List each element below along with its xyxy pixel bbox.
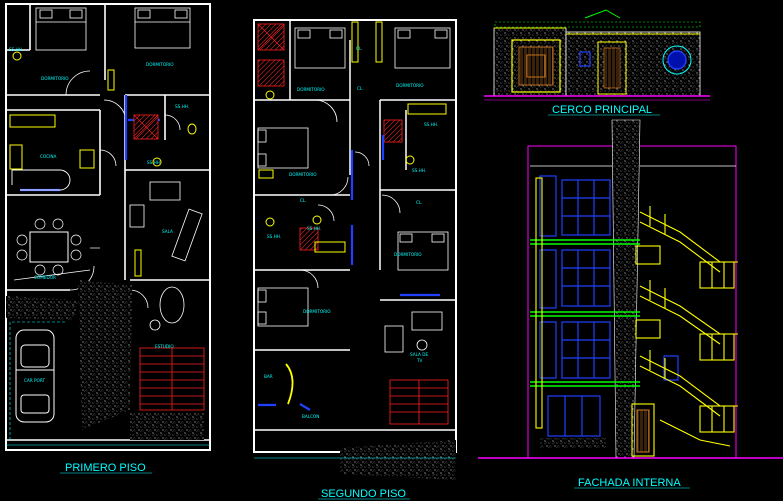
room-label: CL. bbox=[357, 86, 364, 91]
room-label: CL. bbox=[300, 198, 307, 203]
room-label: COCINA bbox=[40, 154, 57, 159]
room-label: SS.HH. bbox=[412, 168, 426, 173]
room-label: ESTUDIO bbox=[155, 344, 174, 349]
room-label: SALA bbox=[162, 229, 173, 234]
room-label: SS.HH. bbox=[9, 47, 23, 52]
second-floor-plan bbox=[253, 19, 457, 480]
room-label: DORMITORIO bbox=[146, 62, 174, 67]
room-label: BAR bbox=[264, 374, 273, 379]
room-label: SS.HH. bbox=[147, 160, 161, 165]
room-label: DORMITORIO bbox=[41, 76, 69, 81]
room-label: SS.HH. bbox=[307, 226, 321, 231]
room-label: BALCON bbox=[302, 414, 319, 419]
room-label: SALA DE bbox=[410, 352, 428, 357]
cerco-principal-elevation bbox=[484, 9, 710, 101]
first-floor-labels: SS.HH. DORMITORIO DORMITORIO SS.HH. COCI… bbox=[9, 47, 189, 383]
room-label: DORMITORIO bbox=[297, 87, 325, 92]
room-label: SS.HH. bbox=[175, 104, 189, 109]
title-cerco-principal: CERCO PRINCIPAL bbox=[552, 104, 652, 116]
room-label: COMEDOR bbox=[34, 275, 56, 280]
room-label: DORMITORIO bbox=[303, 309, 331, 314]
fachada-interna-elevation bbox=[478, 119, 783, 459]
title-primero-piso: PRIMERO PISO bbox=[65, 462, 146, 474]
room-label: SS.HH. bbox=[267, 234, 281, 239]
first-floor-plan bbox=[5, 3, 211, 451]
room-label: CAR PORT bbox=[24, 378, 45, 383]
title-fachada-interna: FACHADA INTERNA bbox=[578, 477, 681, 489]
room-label: DORMITORIO bbox=[289, 172, 317, 177]
room-label: CL. bbox=[356, 46, 363, 51]
room-label: TV bbox=[416, 358, 423, 363]
drawing-titles: PRIMERO PISO SEGUNDO PISO CERCO PRINCIPA… bbox=[60, 104, 690, 500]
room-label: SS.HH. bbox=[424, 122, 438, 127]
room-label: DORMITORIO bbox=[396, 83, 424, 88]
second-floor-labels: CL. DORMITORIO DORMITORIO CL. SS.HH. DOR… bbox=[264, 46, 438, 419]
room-label: CL. bbox=[416, 200, 423, 205]
title-segundo-piso: SEGUNDO PISO bbox=[321, 488, 406, 500]
room-label: DORMITORIO bbox=[394, 252, 422, 257]
